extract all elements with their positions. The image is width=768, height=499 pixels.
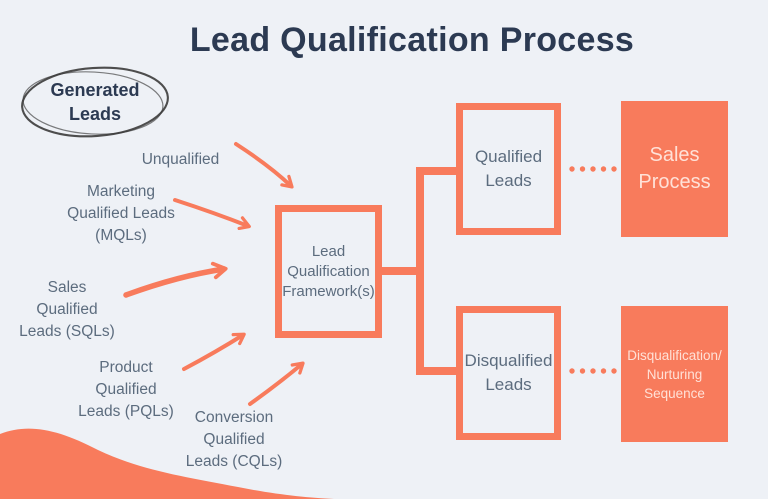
label-pqls: Product Qualified Leads (PQLs): [78, 359, 174, 420]
flow-arrow-pqls-icon: [182, 332, 246, 371]
label-cqls: Conversion Qualified Leads (CQLs): [185, 409, 283, 470]
disqualification-sequence-box: Disqualification/ Nurturing Sequence: [621, 306, 728, 442]
qualified-leads-box: Qualified Leads: [456, 103, 561, 235]
split-bracket-connector: [382, 167, 456, 375]
label-mqls: Marketing Qualified Leads (MQLs): [67, 183, 175, 244]
sales-process-label: Sales Process: [638, 144, 711, 193]
flow-arrow-cqls-icon: [248, 361, 305, 406]
sales-process-box: Sales Process: [621, 101, 728, 237]
framework-box: Lead Qualification Framework(s): [275, 205, 382, 338]
disqualified-leads-box: Disqualified Leads: [456, 306, 561, 440]
page-title: Lead Qualification Process: [189, 21, 635, 59]
dotted-link-qualified-icon: [569, 166, 617, 172]
dotted-link-disqualified-icon: [569, 368, 617, 374]
flow-arrow-sqls-icon: [123, 261, 228, 298]
qualified-leads-label: Qualified Leads: [474, 147, 543, 190]
generated-leads-bubble: Generated Leads: [18, 62, 172, 142]
generated-leads-label: Generated Leads: [50, 79, 140, 124]
disqualified-leads-label: Disqualified Leads: [464, 351, 553, 394]
disqualification-sequence-label: Disqualification/ Nurturing Sequence: [627, 347, 722, 401]
label-sqls: Sales Qualified Leads (SQLs): [19, 279, 115, 340]
framework-box-label: Lead Qualification Framework(s): [282, 242, 375, 300]
label-unqualified: Unqualified: [141, 151, 220, 168]
